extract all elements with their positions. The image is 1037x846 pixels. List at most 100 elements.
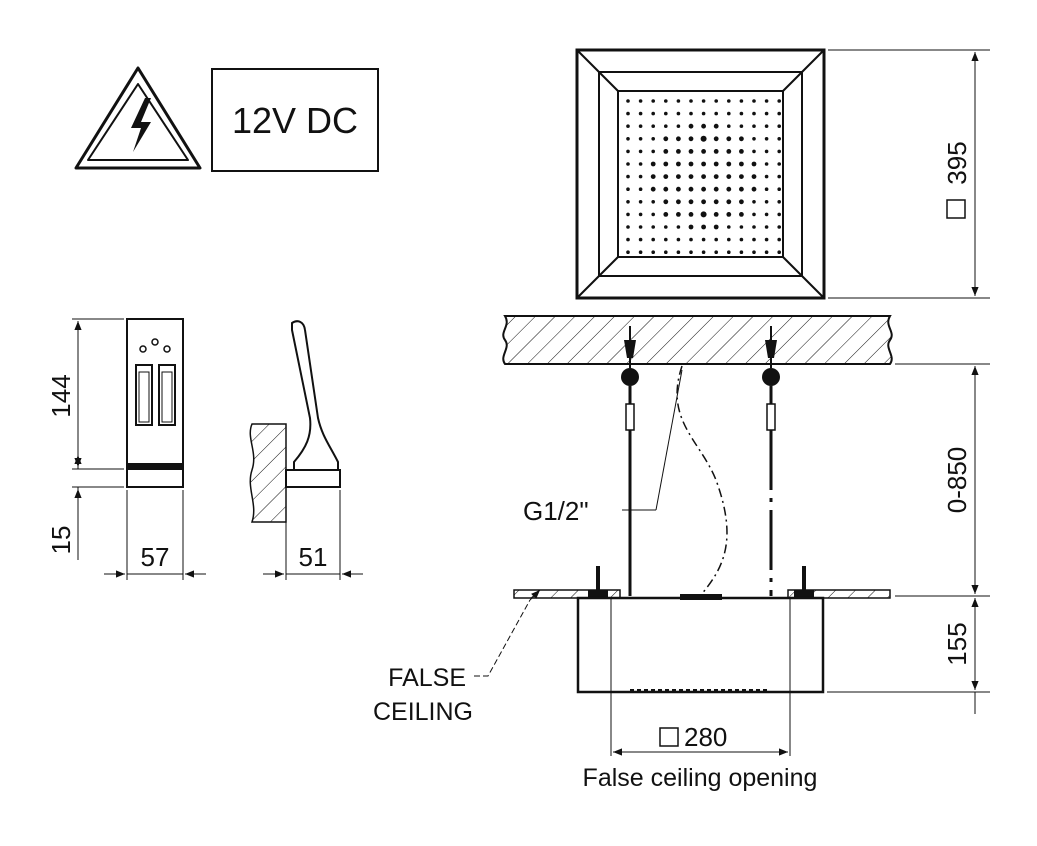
nozzle-dot [688,199,694,205]
nozzle-dot [777,99,781,103]
nozzle-dot [663,186,669,192]
nozzle-dot [739,111,744,116]
nozzle-dot [676,212,681,217]
nozzle-dot [664,237,668,242]
nozzle-dot [713,123,719,129]
nozzle-dot [752,124,756,128]
nozzle-dot [777,111,781,116]
nozzle-dot [739,237,744,242]
nozzle-dot [777,162,781,166]
nozzle-dot [739,250,744,254]
false-ceiling-label-line1: FALSE [388,664,466,692]
ceiling-slab [502,315,893,365]
control-base-label: 15 [46,526,76,555]
nozzle-dot [764,111,769,116]
nozzle-dot [739,212,744,217]
nozzle-dot [638,174,643,179]
nozzle-dot [701,123,706,129]
nozzle-dot [777,174,781,179]
nozzle-dot [752,250,756,254]
nozzle-dot [626,187,630,191]
nozzle-dot [638,111,643,116]
control-depth-label: 51 [299,542,328,572]
nozzle-dot [777,187,781,191]
nozzle-dot [701,149,706,154]
nozzle-dot [714,250,718,254]
hanging-rods [628,430,773,596]
nozzle-dot [638,212,643,217]
nozzle-dot [764,99,769,103]
nozzle-dot [752,149,756,154]
nozzle-dot [777,250,781,254]
nozzle-dot [726,212,732,217]
nozzle-dot [689,111,693,116]
nozzle-dot [777,212,781,217]
box-height-label: 155 [942,622,972,665]
nozzle-dot [676,237,681,242]
ceiling-anchor-left [621,326,639,431]
nozzle-dot [663,161,669,167]
nozzle-dot [752,225,756,229]
nozzle-dot [651,111,655,116]
nozzle-dot [638,99,643,103]
drop-range-dimension: 0-850 155 [827,363,990,714]
nozzle-dot [764,149,769,154]
nozzle-dot [739,161,744,167]
nozzle-dot [777,225,781,229]
nozzle-dot [650,161,656,167]
nozzle-dot [638,162,643,166]
nozzle-dot [713,174,719,180]
flexible-hose [676,365,728,597]
nozzle-dot [727,111,731,116]
nozzle-dot [713,186,719,192]
nozzle-dot [676,136,681,142]
nozzle-dot [638,124,643,128]
nozzle-dot [626,149,630,154]
nozzle-dot [739,186,744,192]
nozzle-dot [764,212,769,217]
nozzle-dot [664,250,668,254]
nozzle-dot [764,200,769,204]
nozzle-dot [651,137,655,141]
shower-head-top-view [575,48,826,300]
nozzle-dot [751,174,757,180]
false-ceiling-callout: FALSE CEILING [373,589,541,726]
nozzle-dot [638,200,643,204]
nozzle-dot [676,199,681,205]
nozzle-dot [713,224,719,230]
nozzle-dot [626,111,630,116]
nozzle-dot [626,162,630,166]
false-ceiling [513,589,891,599]
nozzle-dot [676,174,681,180]
nozzle-dot [626,99,630,103]
nozzle-dot [688,161,694,167]
nozzle-dot [752,237,756,242]
nozzle-dot [688,224,694,230]
nozzle-dot [638,225,643,229]
nozzle-dot [764,162,769,166]
nozzle-dot [663,212,669,217]
head-size-label: 395 [942,141,972,184]
nozzle-dot [739,99,744,103]
nozzle-dot [626,174,630,179]
nozzle-dot [701,161,706,167]
nozzle-dot [713,212,719,217]
nozzle-dot [676,161,681,167]
nozzle-dot [714,111,718,116]
nozzle-dot [664,99,668,103]
nozzle-dot [626,250,630,254]
nozzle-dot [676,225,681,229]
nozzle-dot [626,225,630,229]
nozzle-dot [626,237,630,242]
nozzle-dot [689,237,693,242]
nozzle-dot [713,136,719,142]
nozzle-dot [651,149,655,154]
control-unit-side-view: 51 [249,320,363,580]
nozzle-dot [764,225,769,229]
nozzle-dot [663,136,669,142]
nozzle-dot [651,124,655,128]
nozzle-dot [688,174,694,180]
nozzle-dot [726,161,732,167]
nozzle-dot [714,237,718,242]
